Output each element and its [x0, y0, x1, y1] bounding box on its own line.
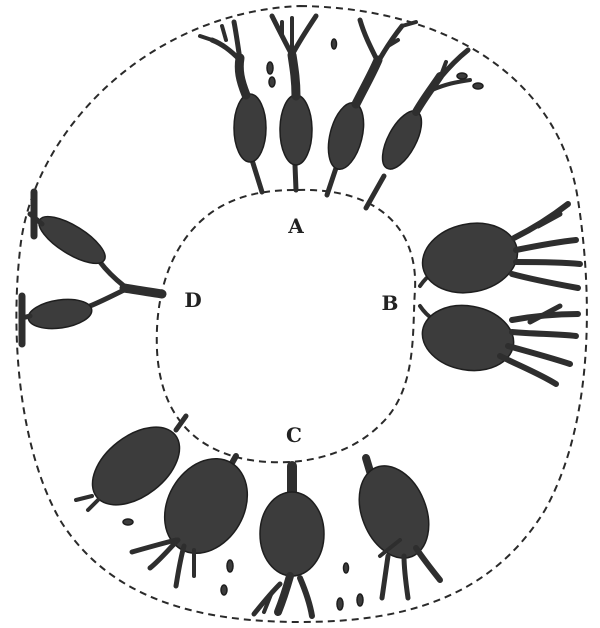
- cell-group-a: [200, 16, 483, 208]
- label-d: D: [184, 288, 201, 312]
- cell-d1: [30, 192, 124, 286]
- cell-a4: [366, 50, 470, 208]
- label-c: C: [286, 423, 302, 447]
- cell-c3: [254, 466, 324, 616]
- inner-boundary: [157, 190, 415, 462]
- cell-a1: [200, 22, 266, 192]
- cell-d2: [22, 290, 124, 344]
- label-b: B: [382, 291, 399, 315]
- cell-c4: [346, 456, 441, 598]
- cell-group-d: [22, 192, 162, 344]
- cell-group-c: [76, 412, 442, 616]
- cell-group-b: [416, 204, 580, 384]
- cell-b1: [416, 204, 580, 301]
- cell-a2: [272, 16, 316, 190]
- cell-b2: [417, 298, 578, 384]
- label-a: A: [287, 214, 304, 238]
